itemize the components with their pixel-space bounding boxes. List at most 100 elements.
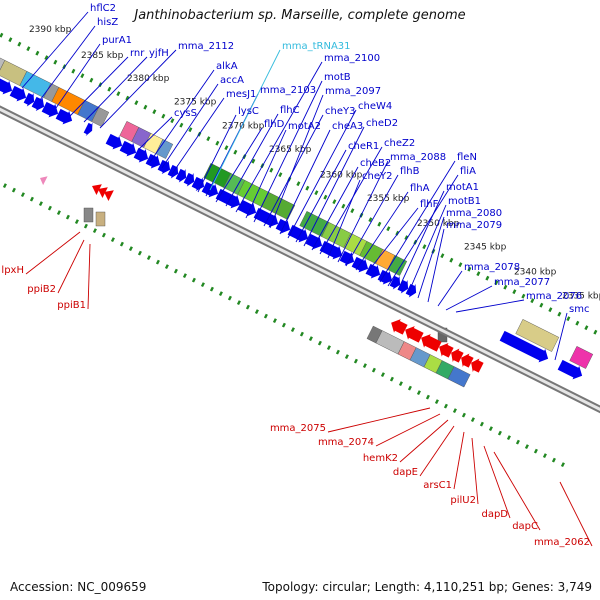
forward-gene-label: flhD [264, 119, 285, 130]
forward-tick [593, 329, 598, 335]
forward-tick [494, 280, 499, 286]
genome-summary-text: Topology: circular; Length: 4,110,251 bp… [262, 580, 592, 594]
forward-gene-label: accA [220, 75, 244, 86]
reverse-tick [560, 462, 565, 468]
forward-tick [449, 257, 454, 263]
forward-tick [17, 41, 22, 47]
leader-line [39, 25, 96, 101]
leader-line [57, 239, 85, 294]
reverse-gene-arrow [461, 353, 474, 368]
forward-gene-label: mma_2080 [446, 208, 502, 219]
forward-gene-label: flhF [420, 199, 439, 210]
scale-label: 2355 kbp [367, 194, 410, 204]
forward-gene-label: flhA [410, 183, 430, 194]
forward-gene-arrow [119, 140, 137, 157]
forward-tick [80, 73, 85, 79]
reverse-tick [479, 421, 484, 427]
forward-tick [377, 221, 382, 227]
leader-line [375, 413, 441, 447]
reverse-tick [461, 412, 466, 418]
forward-gene-arrow [133, 147, 149, 163]
leader-line [287, 109, 357, 239]
leader-line [55, 43, 101, 109]
forward-tick [404, 235, 409, 241]
leader-line [215, 127, 263, 203]
reverse-tick [101, 232, 106, 238]
forward-gene-arrow [557, 359, 583, 380]
forward-tick [134, 100, 139, 106]
reverse-tick [353, 358, 358, 364]
forward-gene-label: cysS [174, 108, 197, 119]
forward-tick [35, 50, 40, 56]
forward-gene-label: lysC [238, 106, 259, 117]
leader-line [327, 407, 431, 433]
leader-line [209, 49, 281, 191]
reverse-tick [407, 385, 412, 391]
accession-text: Accession: NC_009659 [10, 580, 147, 594]
leader-line [21, 11, 89, 89]
reverse-tick [263, 313, 268, 319]
scale-label: 2390 kbp [29, 25, 72, 35]
reverse-tick [542, 453, 547, 459]
reverse-tick [182, 273, 187, 279]
forward-gene-label: fleN [457, 152, 477, 163]
forward-gene-label: mma_2088 [390, 152, 446, 163]
cog-block [83, 207, 94, 223]
reverse-tick [146, 255, 151, 261]
reverse-tick [416, 390, 421, 396]
reverse-gene-arrow [471, 358, 484, 373]
forward-gene-label: fliA [460, 166, 476, 177]
leader-line [427, 228, 445, 303]
leader-line [25, 231, 81, 275]
forward-tick [206, 136, 211, 142]
forward-gene-arrow [365, 263, 381, 279]
reverse-tick [551, 457, 556, 463]
forward-tick [8, 37, 13, 43]
forward-gene-label: cheY2 [362, 171, 392, 182]
reverse-tick [29, 196, 34, 202]
forward-gene-label: smc [569, 304, 589, 315]
forward-gene-arrow [9, 85, 27, 102]
forward-gene-label: motB1 [448, 196, 481, 207]
leader-line [365, 207, 419, 275]
leader-line [161, 83, 219, 169]
reverse-gene-arrow [439, 343, 454, 358]
forward-tick [125, 95, 130, 101]
reverse-gene-arrow [405, 326, 424, 343]
reverse-gene-arrow [391, 319, 408, 335]
forward-tick [368, 217, 373, 223]
leader-line [83, 56, 148, 123]
forward-gene-label: mma_2097 [325, 86, 381, 97]
reverse-tick [236, 300, 241, 306]
forward-gene-label: cheW4 [358, 101, 392, 112]
leader-line [99, 49, 177, 129]
reverse-gene-label: dapC [512, 521, 538, 532]
leader-line [225, 113, 279, 207]
reverse-tick [524, 444, 529, 450]
forward-tick [296, 181, 301, 187]
forward-gene-arrow [377, 269, 393, 285]
forward-gene-arrow [55, 108, 73, 125]
reverse-gene-label: mma_2074 [318, 437, 374, 448]
forward-tick [458, 262, 463, 268]
forward-gene-label: cheD2 [366, 118, 398, 129]
cog-block [569, 346, 594, 369]
reverse-tick [74, 219, 79, 225]
forward-gene-arrow [83, 122, 93, 136]
reverse-tick [2, 183, 7, 189]
backbone-track-inner [0, 107, 600, 411]
forward-tick [485, 275, 490, 281]
forward-tick [224, 145, 229, 151]
forward-tick [278, 172, 283, 178]
leader-line [437, 270, 463, 307]
reverse-tick [488, 426, 493, 432]
reverse-tick [245, 304, 250, 310]
forward-tick [107, 86, 112, 92]
forward-gene-arrow [145, 153, 161, 169]
forward-gene-label: mma_2100 [324, 53, 380, 64]
leader-line [171, 97, 225, 175]
leader-line [417, 216, 445, 299]
leader-line [337, 160, 389, 263]
forward-tick [476, 271, 481, 277]
